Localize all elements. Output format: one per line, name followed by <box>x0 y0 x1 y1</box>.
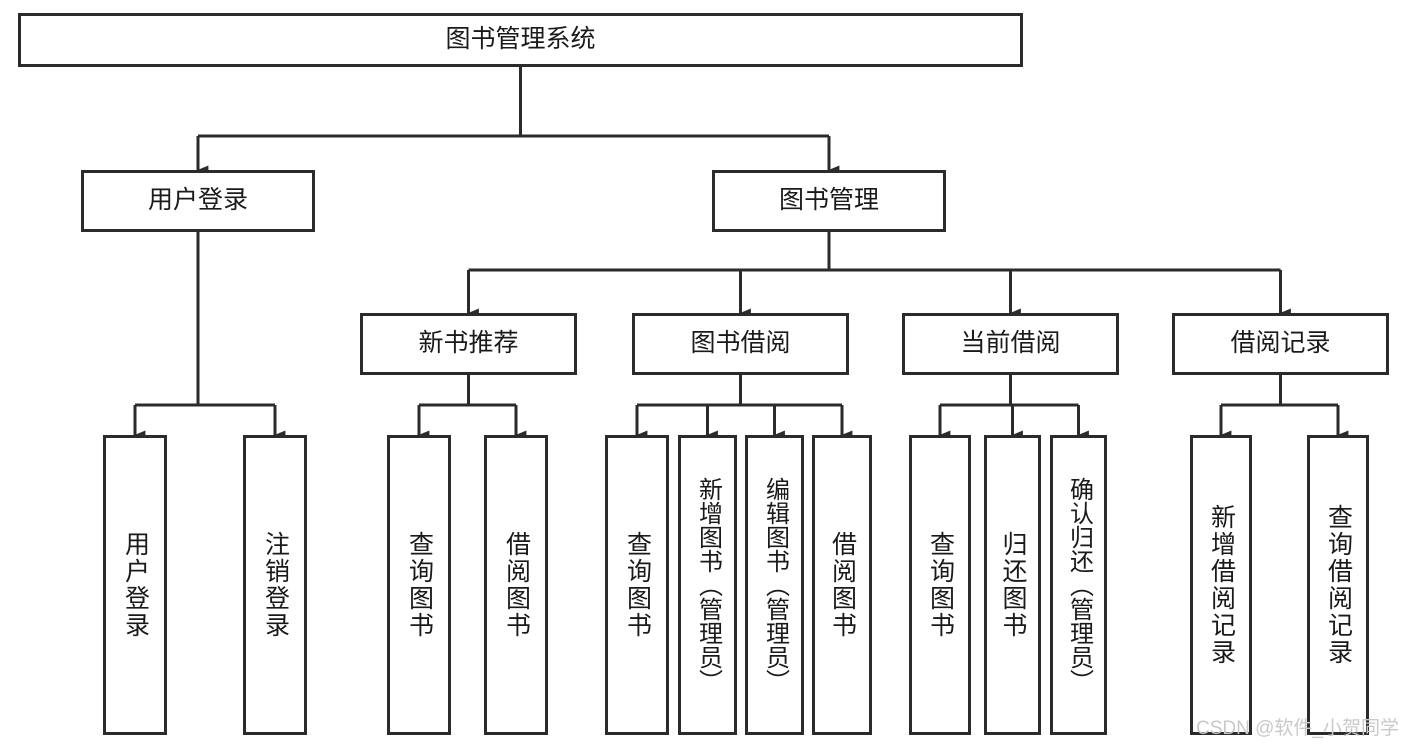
node-leaf-new-1[interactable]: 查询图书 <box>387 435 451 735</box>
node-leaf-cur-2[interactable]: 归还图书 <box>984 435 1041 735</box>
node-leaf-borrow-1[interactable]: 查询图书 <box>605 435 669 735</box>
node-leaf-borrow-4[interactable]: 借阅图书 <box>812 435 872 735</box>
node-leaf-login-1[interactable]: 用户登录 <box>103 435 167 735</box>
node-label-leaf-cur-2: 归还图书 <box>999 531 1027 639</box>
node-leaf-borrow-2[interactable]: 新增图书（管理员） <box>678 435 737 735</box>
node-label-leaf-new-2: 借阅图书 <box>502 531 531 639</box>
node-label-current: 当前借阅 <box>960 329 1061 358</box>
node-label-leaf-rec-1: 新增借阅记录 <box>1207 504 1236 666</box>
node-label-leaf-login-1: 用户登录 <box>121 531 150 639</box>
node-label-leaf-cur-1: 查询图书 <box>926 531 955 639</box>
node-label-bookmgmt: 图书管理 <box>778 186 879 215</box>
node-label-borrow: 图书借阅 <box>690 329 791 358</box>
node-leaf-rec-2[interactable]: 查询借阅记录 <box>1307 435 1369 735</box>
node-label-leaf-rec-2: 查询借阅记录 <box>1324 504 1353 666</box>
node-bookmgmt[interactable]: 图书管理 <box>712 170 946 232</box>
node-label-leaf-cur-3: 确认归还（管理员） <box>1065 477 1093 693</box>
node-current[interactable]: 当前借阅 <box>902 313 1119 375</box>
node-newbook[interactable]: 新书推荐 <box>360 313 577 375</box>
node-root[interactable]: 图书管理系统 <box>18 13 1023 67</box>
node-label-leaf-borrow-4: 借阅图书 <box>828 531 857 639</box>
node-leaf-cur-1[interactable]: 查询图书 <box>909 435 971 735</box>
node-label-newbook: 新书推荐 <box>418 329 519 358</box>
node-label-leaf-login-2: 注销登录 <box>261 531 290 639</box>
node-leaf-login-2[interactable]: 注销登录 <box>243 435 307 735</box>
connector-lines <box>133 67 1349 440</box>
node-records[interactable]: 借阅记录 <box>1172 313 1389 375</box>
node-login[interactable]: 用户登录 <box>81 170 315 232</box>
node-leaf-borrow-3[interactable]: 编辑图书（管理员） <box>745 435 804 735</box>
node-leaf-cur-3[interactable]: 确认归还（管理员） <box>1050 435 1107 735</box>
node-label-records: 借阅记录 <box>1230 329 1331 358</box>
node-leaf-new-2[interactable]: 借阅图书 <box>484 435 548 735</box>
node-label-leaf-new-1: 查询图书 <box>405 531 434 639</box>
node-leaf-rec-1[interactable]: 新增借阅记录 <box>1190 435 1252 735</box>
node-label-leaf-borrow-2: 新增图书（管理员） <box>694 477 722 693</box>
node-borrow[interactable]: 图书借阅 <box>632 313 849 375</box>
node-label-root: 图书管理系统 <box>445 25 596 54</box>
node-label-leaf-borrow-3: 编辑图书（管理员） <box>761 477 789 693</box>
node-label-leaf-borrow-1: 查询图书 <box>623 531 652 639</box>
node-label-login: 用户登录 <box>147 186 248 215</box>
